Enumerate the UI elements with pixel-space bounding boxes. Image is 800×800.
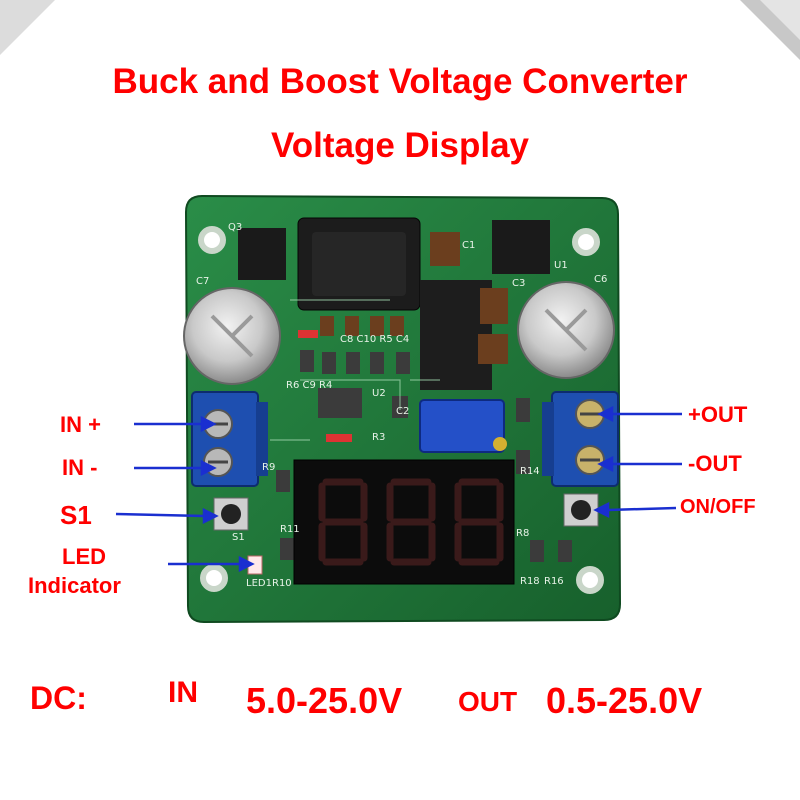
silk-r16: R16 [544, 576, 564, 587]
silk-r9: R9 [262, 462, 276, 473]
spec-in: IN [168, 676, 198, 709]
silk-r3: R3 [372, 432, 386, 443]
silk-c8-c10-r5-c4: C8 C10 R5 C4 [340, 334, 410, 345]
silk-q3: Q3 [228, 222, 243, 233]
silk-r11: R11 [280, 524, 300, 535]
silk-r6-c9-r4: R6 C9 R4 [286, 380, 333, 391]
spec-in-range: 5.0-25.0V [246, 680, 403, 721]
label-s1: S1 [60, 500, 92, 530]
silk-r18: R18 [520, 576, 540, 587]
label-out-plus: +OUT [688, 402, 748, 427]
silk-r10: R10 [272, 578, 292, 589]
label-in-minus: IN - [62, 455, 98, 480]
corner-decoration-left [0, 0, 55, 55]
title-line-2: Voltage Display [270, 126, 530, 165]
silk-led1: LED1 [246, 578, 272, 589]
silk-c3: C3 [512, 278, 526, 289]
silk-c6: C6 [594, 274, 608, 285]
silk-u1: U1 [554, 260, 568, 271]
label-indicator: Indicator [28, 573, 121, 598]
silk-u2: U2 [372, 388, 386, 399]
title-line-1: Buck and Boost Voltage Converter [112, 62, 688, 101]
spec-out-range: 0.5-25.0V [546, 680, 703, 721]
spec-out: OUT [458, 686, 518, 717]
label-on-off: ON/OFF [680, 496, 756, 518]
label-led: LED [62, 544, 106, 569]
silk-c2: C2 [396, 406, 410, 417]
silk-c7: C7 [196, 276, 210, 287]
silk-r14: R14 [520, 466, 540, 477]
label-in-plus: IN + [60, 412, 101, 437]
silk-s1: S1 [232, 532, 245, 543]
spec-dc: DC: [30, 680, 87, 716]
corner-decoration [740, 0, 800, 60]
label-out-minus: -OUT [688, 451, 742, 476]
silk-c1: C1 [462, 240, 476, 251]
silk-r8: R8 [516, 528, 530, 539]
